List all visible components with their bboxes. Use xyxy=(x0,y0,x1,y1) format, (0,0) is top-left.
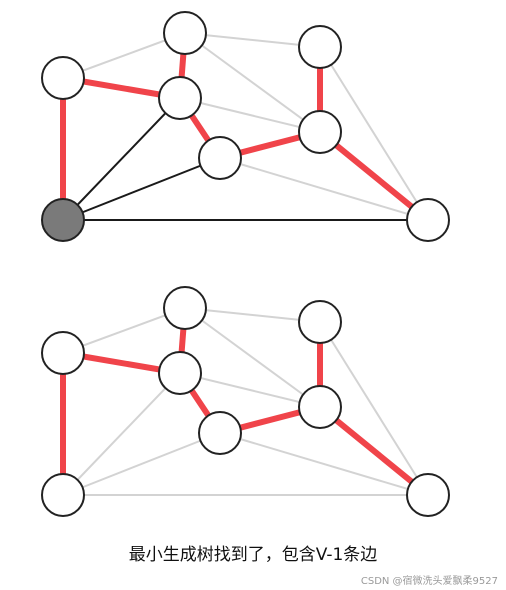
graph-bottom xyxy=(41,286,450,517)
edge-D-I xyxy=(219,432,429,496)
caption: 最小生成树找到了，包含V-1条边 xyxy=(128,545,378,565)
mst-edge-F-I xyxy=(317,129,431,223)
watermark: CSDN @宿微洗头爱飘柔9527 xyxy=(360,576,498,587)
active-edge-H-C xyxy=(62,97,181,221)
mst-diagram xyxy=(41,11,450,517)
node-A xyxy=(41,56,85,100)
edge-B-E xyxy=(184,307,321,323)
edge-H-C xyxy=(62,372,181,496)
node-H xyxy=(41,473,85,517)
node-F xyxy=(298,110,342,154)
node-E xyxy=(298,300,342,344)
node-D xyxy=(198,411,242,455)
node-H xyxy=(41,198,85,242)
node-B xyxy=(163,286,207,330)
mst-edge-F-I xyxy=(317,404,431,498)
node-D xyxy=(198,136,242,180)
edge-B-E xyxy=(184,32,321,48)
node-I xyxy=(406,198,450,242)
node-C xyxy=(158,76,202,120)
node-F xyxy=(298,385,342,429)
edge-E-I xyxy=(319,321,429,496)
node-C xyxy=(158,351,202,395)
edge-B-F xyxy=(184,307,321,408)
edge-H-D xyxy=(62,432,221,496)
node-A xyxy=(41,331,85,375)
graph-top xyxy=(41,11,450,242)
edge-E-I xyxy=(319,46,429,221)
active-edge-H-D xyxy=(62,157,221,221)
edge-C-F xyxy=(179,97,321,133)
edge-C-F xyxy=(179,372,321,408)
edge-D-I xyxy=(219,157,429,221)
node-B xyxy=(163,11,207,55)
edge-B-F xyxy=(184,32,321,133)
node-E xyxy=(298,25,342,69)
node-I xyxy=(406,473,450,517)
